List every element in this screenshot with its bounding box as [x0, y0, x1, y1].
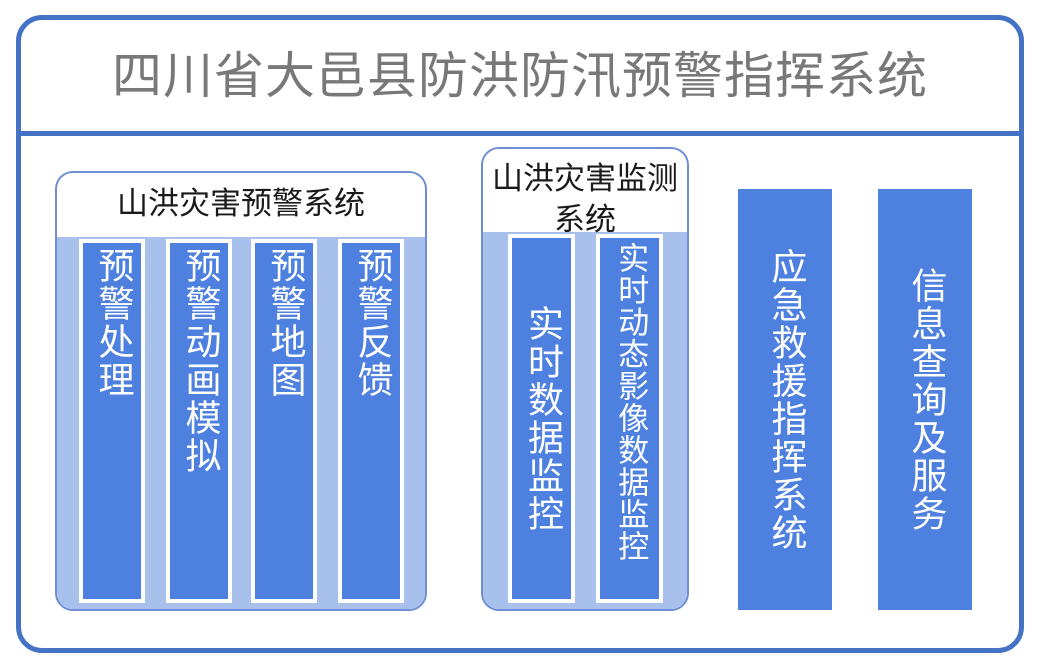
header-divider	[21, 131, 1019, 136]
module-information-query-and-service[interactable]: 信息查询及服务	[878, 189, 972, 610]
module-warning-animation-simulation-label: 预警动画模拟	[179, 247, 221, 475]
module-warning-map[interactable]: 预警地图	[251, 239, 317, 603]
panel-monitoring-system[interactable]: 山洪灾害监测系统 实时数据监控 实时动态影像数据监控	[481, 147, 689, 611]
module-realtime-dynamic-image-data-monitoring[interactable]: 实时动态影像数据监控	[596, 234, 663, 603]
header-band: 四川省大邑县防洪防汛预警指挥系统	[16, 15, 1024, 136]
module-realtime-data-monitoring[interactable]: 实时数据监控	[508, 234, 575, 603]
module-warning-animation-simulation[interactable]: 预警动画模拟	[166, 239, 232, 603]
module-warning-map-label: 预警地图	[264, 247, 306, 399]
module-warning-processing[interactable]: 预警处理	[79, 239, 145, 603]
module-realtime-dynamic-image-data-monitoring-label: 实时动态影像数据监控	[612, 242, 649, 562]
page-title: 四川省大邑县防洪防汛预警指挥系统	[112, 46, 928, 105]
module-emergency-rescue-command-system-label: 应急救援指挥系统	[765, 247, 807, 552]
module-emergency-rescue-command-system[interactable]: 应急救援指挥系统	[738, 189, 832, 610]
module-warning-processing-label: 预警处理	[92, 247, 134, 399]
panel-monitoring-system-title: 山洪灾害监测系统	[492, 161, 678, 238]
module-warning-feedback[interactable]: 预警反馈	[338, 239, 404, 603]
panel-warning-system[interactable]: 山洪灾害预警系统 预警处理 预警动画模拟 预警地图 预警反馈	[55, 171, 427, 611]
module-information-query-and-service-label: 信息查询及服务	[905, 266, 947, 533]
panel-warning-system-title: 山洪灾害预警系统	[117, 186, 365, 222]
module-realtime-data-monitoring-label: 实时数据监控	[521, 304, 563, 533]
module-warning-feedback-label: 预警反馈	[351, 247, 393, 399]
